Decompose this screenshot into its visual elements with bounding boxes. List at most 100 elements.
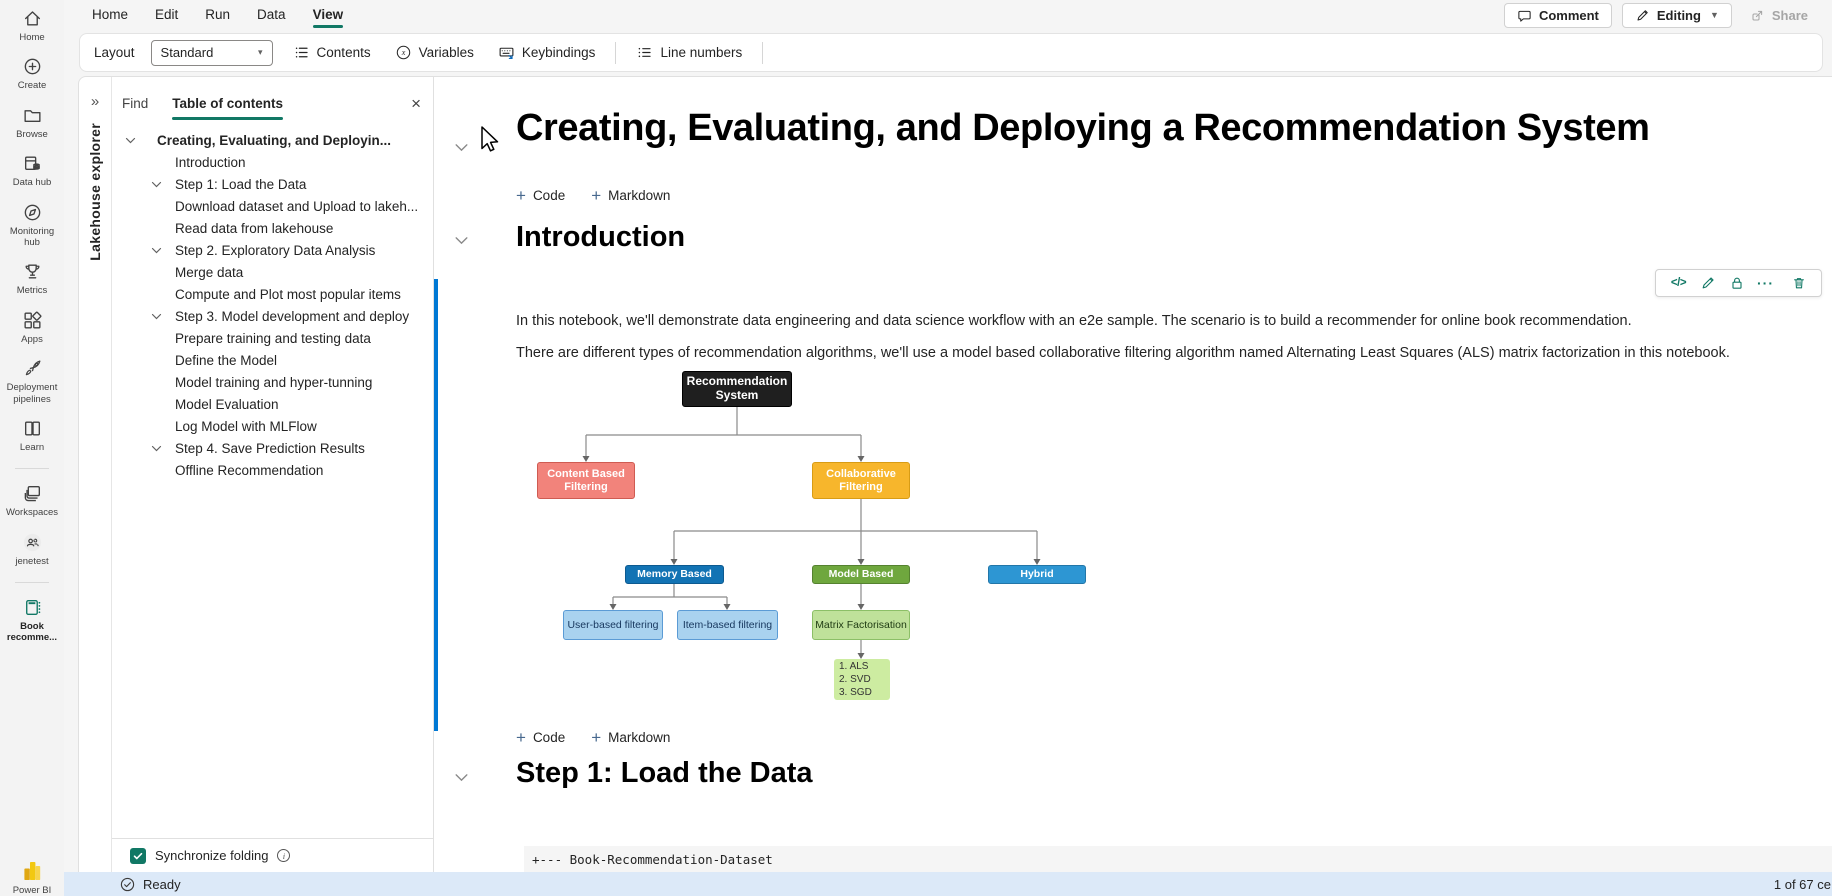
toc-item[interactable]: Define the Model: [112, 350, 433, 372]
comment-label: Comment: [1538, 7, 1599, 23]
collapse-section-chevron-icon[interactable]: [453, 769, 470, 786]
folder-icon: [23, 109, 41, 122]
workspace: » Lakehouse explorer Find Table of conte…: [78, 76, 1832, 872]
sidebar-item-jenetest[interactable]: jenetest: [1, 532, 63, 567]
menu-data[interactable]: Data: [257, 7, 286, 22]
menu-home[interactable]: Home: [92, 7, 129, 22]
add-code-button[interactable]: + Code: [516, 187, 565, 204]
sidebar-item-home[interactable]: Home: [1, 8, 63, 43]
close-icon[interactable]: ×: [411, 94, 421, 113]
variables-button[interactable]: x Variables: [391, 44, 478, 61]
lock-cell-button[interactable]: [1722, 275, 1751, 291]
book-icon: [24, 421, 40, 436]
add-markdown-button[interactable]: + Markdown: [591, 187, 670, 204]
comment-button[interactable]: Comment: [1503, 2, 1612, 28]
add-markdown-button[interactable]: + Markdown: [591, 729, 670, 746]
sidebar-item-browse[interactable]: Browse: [1, 105, 63, 140]
introduction-heading: Introduction: [516, 221, 686, 253]
sidebar-item-apps[interactable]: Apps: [1, 310, 63, 345]
variable-x-icon: x: [396, 45, 410, 60]
synchronize-folding-checkbox[interactable]: [130, 847, 146, 864]
toc-item[interactable]: Merge data: [112, 262, 433, 284]
toc-item[interactable]: Step 1: Load the Data: [112, 174, 433, 196]
layout-select-value: Standard: [160, 45, 214, 60]
sidebar-item-create[interactable]: Create: [1, 56, 63, 91]
rail-divider: [15, 468, 49, 470]
panel-footer: Synchronize folding i: [112, 838, 433, 872]
toc-item[interactable]: Log Model with MLFlow: [112, 416, 433, 438]
toc-item[interactable]: Introduction: [112, 152, 433, 174]
toc-item-label: Step 2. Exploratory Data Analysis: [175, 243, 376, 258]
sidebar-item-metrics[interactable]: Metrics: [1, 261, 63, 296]
convert-to-code-button[interactable]: </>: [1670, 277, 1687, 289]
toc-item[interactable]: Model training and hyper-tunning: [112, 372, 433, 394]
chevron-down-icon[interactable]: [150, 244, 163, 257]
chevron-down-icon[interactable]: [124, 134, 137, 147]
sidebar-item-deployment-pipelines[interactable]: Deployment pipelines: [1, 358, 63, 405]
menu-view[interactable]: View: [312, 0, 343, 30]
info-icon[interactable]: i: [277, 849, 291, 862]
line-numbers-button[interactable]: Line numbers: [632, 44, 746, 61]
chevron-down-icon[interactable]: [150, 442, 163, 455]
code-cell[interactable]: +--- Book-Recommendation-Dataset: [524, 846, 1832, 872]
collapse-section-chevron-icon[interactable]: [453, 232, 470, 249]
layout-select[interactable]: Standard ▾: [150, 39, 273, 66]
plus-icon: +: [516, 186, 526, 205]
step1-heading: Step 1: Load the Data: [516, 757, 813, 789]
toc-item[interactable]: Prepare training and testing data: [112, 328, 433, 350]
tab-find[interactable]: Find: [122, 95, 149, 111]
plus-icon: +: [516, 728, 526, 747]
scrollbar-thumb[interactable]: [434, 279, 438, 731]
status-ready-label: Ready: [143, 876, 181, 892]
toc-item[interactable]: Compute and Plot most popular items: [112, 284, 433, 306]
chevron-down-icon[interactable]: [150, 178, 163, 191]
toc-item-label: Merge data: [175, 265, 244, 280]
toc-item[interactable]: Step 2. Exploratory Data Analysis: [112, 240, 433, 262]
toc-item-label: Compute and Plot most popular items: [175, 287, 401, 302]
toc-item[interactable]: Download dataset and Upload to lakeh...: [112, 196, 433, 218]
menu-run[interactable]: Run: [205, 7, 231, 22]
delete-cell-button[interactable]: [1784, 275, 1813, 291]
more-options-button[interactable]: ···: [1757, 275, 1774, 291]
toolbar-row: Layout Standard ▾ Contents x Variables K…: [64, 30, 1832, 76]
edit-cell-button[interactable]: [1693, 275, 1722, 291]
menu-edit[interactable]: Edit: [155, 7, 179, 22]
toc-item-label: Log Model with MLFlow: [175, 419, 317, 434]
toc-item[interactable]: Step 4. Save Prediction Results: [112, 438, 433, 460]
sidebar-item-book-recommendation[interactable]: Book recomme...: [1, 597, 63, 644]
collapse-title-chevron-icon[interactable]: [453, 139, 470, 156]
share-button[interactable]: Share: [1742, 8, 1816, 23]
menubar: Home Edit Run Data View Comment Editing …: [64, 0, 1832, 30]
toc-item[interactable]: Read data from lakehouse: [112, 218, 433, 240]
toc-item[interactable]: Creating, Evaluating, and Deployin...: [112, 130, 433, 152]
recommendation-system-diagram: Recommendation System Content Based Filt…: [531, 371, 1091, 711]
tab-table-of-contents[interactable]: Table of contents: [172, 96, 283, 120]
toc-item[interactable]: Offline Recommendation: [112, 460, 433, 482]
toc-item-label: Step 3. Model development and deploy: [175, 309, 410, 324]
sidebar-item-data-hub[interactable]: Data hub: [1, 153, 63, 188]
pencil-icon: [1637, 9, 1648, 21]
diagram-als-line: 1. ALS: [839, 661, 869, 672]
lakehouse-explorer-tab[interactable]: Lakehouse explorer: [87, 123, 103, 261]
powerbi-brand: Power BI: [13, 860, 51, 896]
add-cell-bar: + Code + Markdown: [516, 187, 670, 204]
sidebar-item-label: jenetest: [15, 555, 49, 567]
add-code-button[interactable]: + Code: [516, 729, 565, 746]
chevron-down-icon[interactable]: [150, 310, 163, 323]
toc-item-label: Introduction: [175, 155, 246, 170]
sidebar-item-monitoring-hub[interactable]: Monitoring hub: [1, 202, 63, 249]
sidebar-item-workspaces[interactable]: Workspaces: [1, 483, 63, 518]
check-icon: [133, 852, 143, 859]
sidebar-item-learn[interactable]: Learn: [1, 418, 63, 453]
editing-mode-button[interactable]: Editing ▼: [1621, 2, 1732, 28]
status-ready: Ready: [120, 877, 181, 892]
toc-item[interactable]: Step 3. Model development and deploy: [112, 306, 433, 328]
toolbar-divider: [615, 41, 617, 64]
synchronize-folding-label: Synchronize folding: [155, 848, 269, 863]
contents-button[interactable]: Contents: [289, 44, 375, 61]
expand-panel-icon[interactable]: »: [90, 93, 100, 110]
lakehouse-explorer-strip: » Lakehouse explorer: [79, 77, 111, 872]
sidebar-item-label: Create: [17, 80, 47, 92]
keybindings-button[interactable]: Keybindings: [494, 44, 600, 61]
toc-item[interactable]: Model Evaluation: [112, 394, 433, 416]
